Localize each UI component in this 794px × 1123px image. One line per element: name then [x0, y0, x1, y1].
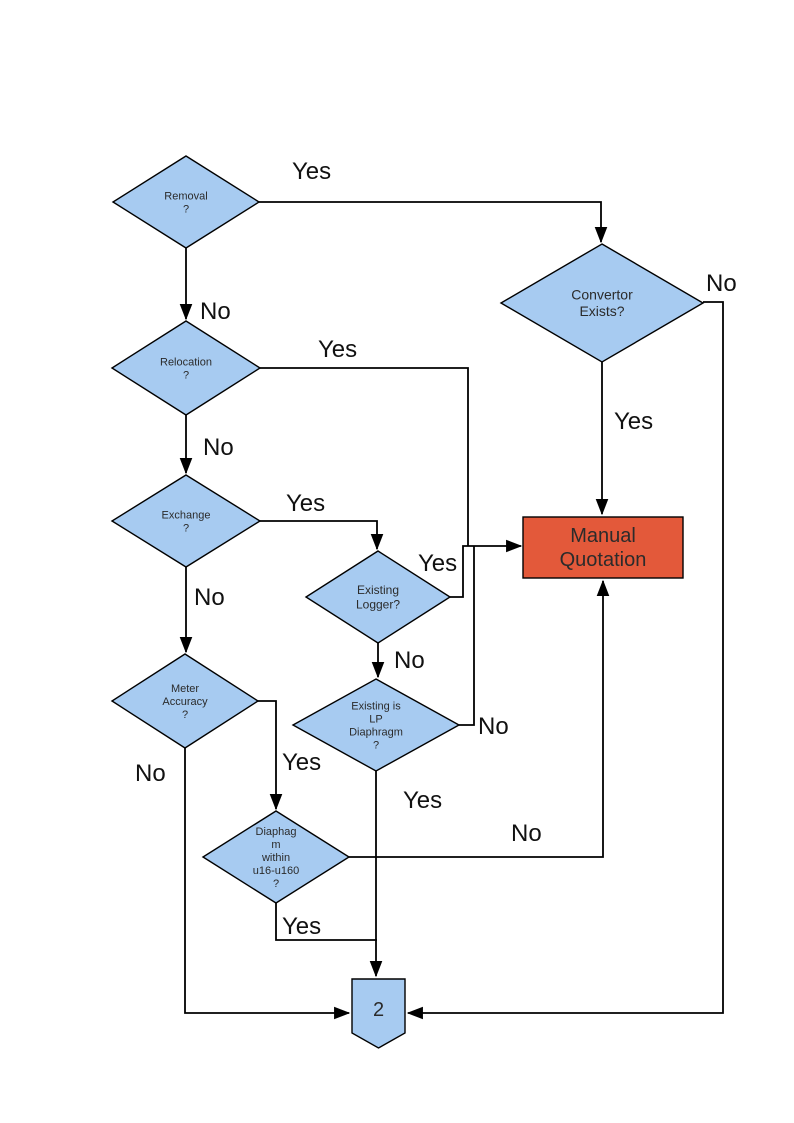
node-diaphagm-within-text-line: Diaphag — [256, 826, 297, 838]
node-manual-quotation-text-line: Manual — [570, 525, 636, 547]
node-diaphagm-within-text-line: within — [261, 852, 290, 864]
branch-label-no-existing-logger: No — [394, 647, 425, 674]
node-existing-logger-text-line: Logger? — [356, 597, 400, 611]
branch-label-yes-existing-logger: Yes — [418, 550, 457, 577]
node-removal-text-line: Removal — [164, 190, 207, 202]
node-manual-quotation-text-line: Quotation — [560, 549, 647, 571]
node-meter-accuracy-shape — [110, 653, 260, 749]
branch-label-yes-removal: Yes — [292, 158, 331, 185]
node-existing-lp-diaphragm-text-line: ? — [373, 739, 379, 751]
edge-meter-accuracy-yes — [258, 700, 283, 811]
branch-label-yes-diaphagm: Yes — [282, 913, 321, 940]
branch-label-no-relocation: No — [203, 434, 234, 461]
branch-label-no-exchange: No — [194, 584, 225, 611]
node-diaphagm-within-text-line: m — [271, 839, 280, 851]
node-existing-lp-diaphragm-text-line: LP — [369, 713, 382, 725]
edge-removal-yes — [259, 201, 608, 244]
node-convertor-exists-text-line: Exists? — [579, 303, 624, 319]
node-exchange-text-line: ? — [183, 522, 189, 534]
node-existing-lp-diaphragm-text-line: Existing is — [351, 700, 401, 712]
node-connector-2-shape — [351, 978, 406, 1049]
node-diaphagm-within-text-line: ? — [273, 878, 279, 890]
edge-relocation-yes — [260, 367, 469, 546]
node-diaphagm-within-text-line: u16-u160 — [253, 865, 300, 877]
edge-existing-lp-no — [459, 546, 475, 726]
node-meter-accuracy-text-line: Accuracy — [162, 696, 208, 708]
node-exchange-text-line: Exchange — [162, 509, 211, 521]
node-convertor-exists-text-line: Convertor — [571, 287, 633, 303]
branch-label-yes-meter-accuracy: Yes — [282, 749, 321, 776]
edge-convertor-no — [406, 301, 724, 1020]
node-relocation-text-line: ? — [183, 369, 189, 381]
node-connector-2-text-line: 2 — [373, 999, 384, 1021]
branch-label-no-convertor: No — [706, 270, 737, 297]
branch-label-yes-exchange: Yes — [286, 490, 325, 517]
node-relocation-text-line: Relocation — [160, 356, 212, 368]
edge-meter-accuracy-no — [184, 748, 351, 1020]
node-removal-shape — [111, 155, 261, 249]
branch-label-yes-existing-lp: Yes — [403, 787, 442, 814]
node-existing-logger-shape — [304, 550, 452, 644]
node-existing-lp-diaphragm-text-line: Diaphragm — [349, 726, 403, 738]
branch-label-no-meter-accuracy: No — [135, 760, 166, 787]
edge-diaphagm-yes — [275, 903, 377, 941]
node-manual-quotation-shape — [522, 516, 684, 579]
node-removal-text-line: ? — [183, 203, 189, 215]
node-existing-lp-diaphragm-shape — [291, 678, 461, 772]
branch-label-yes-convertor: Yes — [614, 408, 653, 435]
node-diaphagm-within-shape — [201, 810, 351, 904]
node-exchange-shape — [110, 474, 262, 568]
branch-label-yes-relocation: Yes — [318, 336, 357, 363]
node-existing-logger-text-line: Existing — [357, 583, 399, 597]
node-meter-accuracy-text-line: Meter — [171, 683, 199, 695]
edge-diaphagm-no — [349, 579, 610, 858]
node-meter-accuracy-text-line: ? — [182, 709, 188, 721]
edge-exchange-yes — [260, 520, 384, 551]
node-convertor-exists-shape — [499, 243, 705, 363]
branch-label-no-diaphagm: No — [511, 820, 542, 847]
edge-existing-logger-yes — [450, 539, 523, 598]
branch-label-no-existing-lp: No — [478, 713, 509, 740]
branch-label-no-removal: No — [200, 298, 231, 325]
node-relocation-shape — [110, 320, 262, 416]
